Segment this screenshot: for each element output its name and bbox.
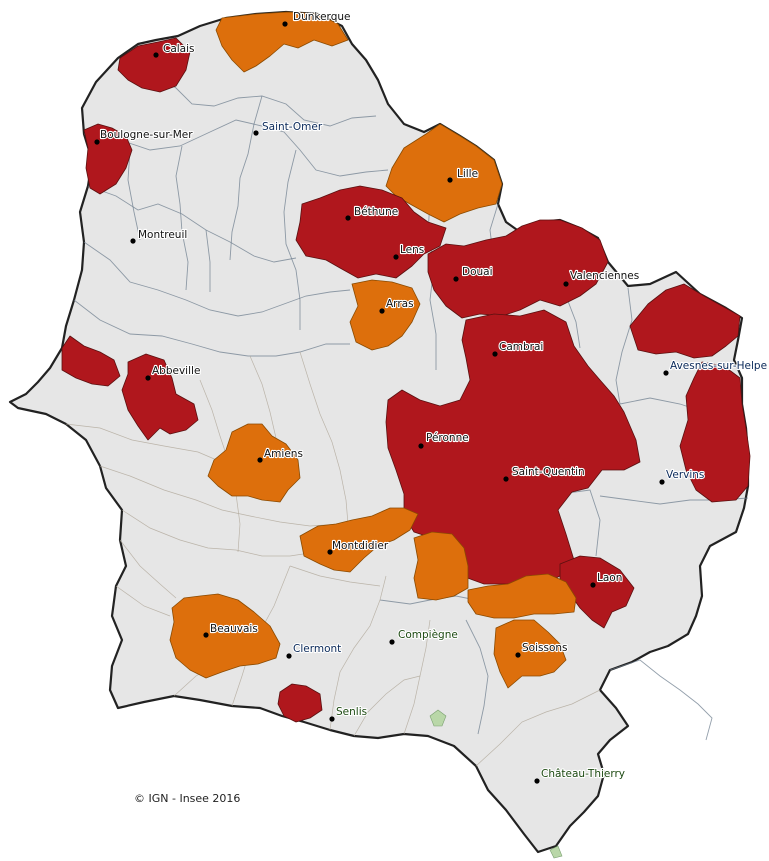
arras-label: Arras bbox=[386, 298, 414, 310]
montdidier-label: Montdidier bbox=[332, 540, 389, 552]
clermont-label: Clermont bbox=[293, 643, 341, 655]
lens-marker bbox=[393, 254, 399, 260]
zone-senlis-west bbox=[277, 683, 323, 723]
zone-compiegne-east bbox=[413, 531, 469, 601]
cambrai-label: Cambrai bbox=[499, 341, 543, 353]
senlis-label: Senlis bbox=[336, 706, 367, 718]
beauvais-label: Beauvais bbox=[210, 623, 258, 635]
laon-marker bbox=[590, 582, 596, 588]
cambrai-marker bbox=[492, 351, 498, 357]
zone-dunkerque bbox=[215, 11, 349, 73]
map-credit: © IGN - Insee 2016 bbox=[134, 792, 240, 805]
zone-abbeville bbox=[121, 353, 199, 441]
lens-label: Lens bbox=[400, 244, 424, 256]
abbeville-label: Abbeville bbox=[152, 365, 200, 377]
water-area bbox=[549, 845, 563, 859]
saint-omer-marker bbox=[253, 130, 259, 136]
zone-calais bbox=[117, 37, 191, 93]
valenciennes-marker bbox=[563, 281, 569, 287]
zone-douai-valenciennes bbox=[427, 219, 609, 319]
saint-omer-label: Saint-Omer bbox=[262, 121, 323, 133]
montreuil-label: Montreuil bbox=[138, 229, 187, 241]
montreuil-marker bbox=[130, 238, 136, 244]
avesnes-marker bbox=[663, 370, 669, 376]
zone-arras bbox=[349, 279, 421, 351]
zone-lille bbox=[385, 123, 503, 223]
dunkerque-marker bbox=[282, 21, 288, 27]
douai-marker bbox=[453, 276, 459, 282]
chateau-thierry-label: Château-Thierry bbox=[541, 768, 625, 780]
avesnes-label: Avesnes-sur-Helpe bbox=[670, 360, 767, 372]
bethune-label: Béthune bbox=[354, 206, 398, 218]
calais-label: Calais bbox=[163, 43, 195, 55]
water-area bbox=[429, 709, 447, 727]
montdidier-marker bbox=[327, 549, 333, 555]
zone-amiens bbox=[207, 423, 301, 503]
compiegne-label: Compiègne bbox=[398, 629, 458, 641]
boulogne-marker bbox=[94, 139, 100, 145]
soissons-label: Soissons bbox=[522, 642, 568, 654]
soissons-marker bbox=[515, 652, 521, 658]
zone-soissons-north bbox=[467, 573, 577, 619]
valenciennes-label: Valenciennes bbox=[570, 270, 639, 282]
vervins-label: Vervins bbox=[666, 469, 704, 481]
zone-montdidier bbox=[299, 507, 419, 573]
peronne-marker bbox=[418, 443, 424, 449]
douai-label: Douai bbox=[462, 266, 493, 278]
zone-abbeville-coast bbox=[61, 335, 121, 387]
lille-marker bbox=[447, 177, 453, 183]
lille-label: Lille bbox=[457, 168, 478, 180]
saint-quentin-label: Saint-Quentin bbox=[512, 466, 585, 478]
calais-marker bbox=[153, 52, 159, 58]
zone-vervins bbox=[679, 361, 751, 503]
arras-marker bbox=[379, 308, 385, 314]
bethune-marker bbox=[345, 215, 351, 221]
boulogne-label: Boulogne-sur-Mer bbox=[100, 129, 193, 141]
dunkerque-label: Dunkerque bbox=[293, 11, 350, 23]
zone-avesnes bbox=[629, 283, 741, 359]
laon-label: Laon bbox=[597, 572, 622, 584]
zone-bethune-lens bbox=[295, 185, 447, 279]
amiens-label: Amiens bbox=[264, 448, 303, 460]
highlighted-zones bbox=[61, 11, 751, 723]
vervins-marker bbox=[659, 479, 665, 485]
compiegne-marker bbox=[389, 639, 395, 645]
senlis-marker bbox=[329, 716, 335, 722]
abbeville-marker bbox=[145, 375, 151, 381]
zone-soissons bbox=[493, 619, 567, 689]
zone-beauvais bbox=[169, 593, 281, 679]
saint-quentin-marker bbox=[503, 476, 509, 482]
clermont-marker bbox=[286, 653, 292, 659]
beauvais-marker bbox=[203, 632, 209, 638]
amiens-marker bbox=[257, 457, 263, 463]
peronne-label: Péronne bbox=[426, 432, 469, 444]
chateau-thierry-marker bbox=[534, 778, 540, 784]
